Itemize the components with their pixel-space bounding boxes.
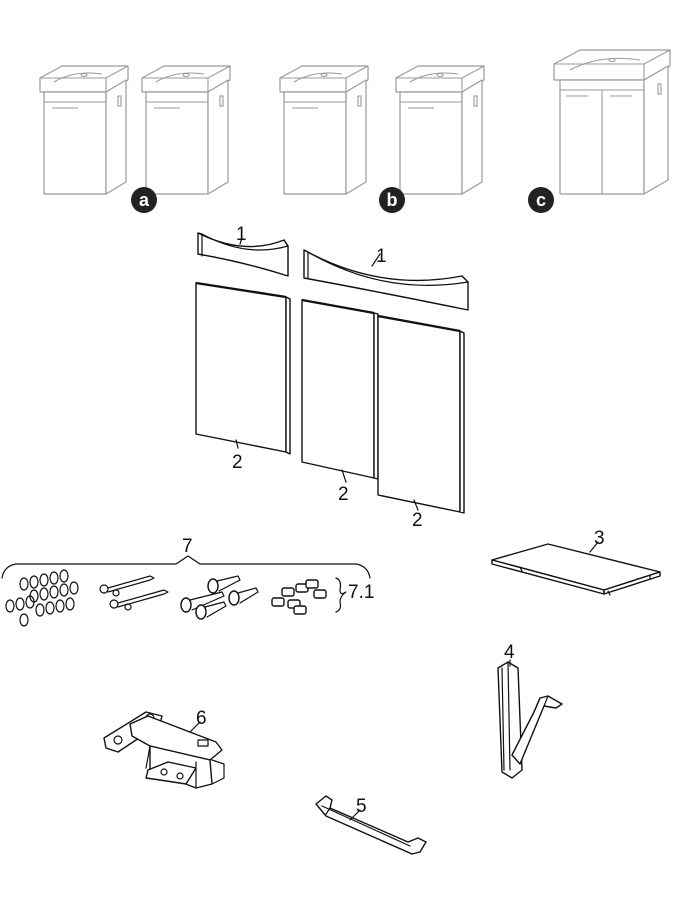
cover-panel-small: [197, 232, 289, 277]
screws: [180, 575, 259, 620]
door-mid: [301, 298, 379, 480]
callout-7: 7: [182, 536, 193, 557]
callout-2-left: 2: [232, 452, 243, 473]
callout-5: 5: [356, 796, 367, 817]
hinge: [103, 711, 225, 789]
leader-lines: [189, 237, 599, 821]
variant-b-cabinets: [279, 65, 485, 195]
cover-panel-large: [303, 249, 469, 311]
handle: [315, 795, 427, 855]
callout-2-mid: 2: [338, 484, 349, 505]
callout-7-1: 7.1: [348, 582, 374, 603]
shelf: [491, 543, 661, 596]
svg-text:b: b: [387, 190, 398, 210]
variant-badge-b: b: [379, 187, 405, 213]
anchor-bolts: [99, 575, 169, 611]
callout-1-large: 1: [376, 246, 387, 267]
svg-text:c: c: [536, 190, 546, 210]
fixing-set-bracket: [1, 555, 371, 579]
callout-4: 4: [504, 642, 515, 663]
variant-badge-a: a: [131, 187, 157, 213]
connectors-7-1: [271, 577, 347, 615]
callout-2-right: 2: [412, 510, 423, 531]
variant-badge-c: c: [528, 187, 554, 213]
door-right: [377, 314, 465, 514]
svg-text:a: a: [139, 190, 150, 210]
door-left: [195, 281, 291, 455]
callout-3: 3: [594, 528, 605, 549]
callout-1-small: 1: [236, 224, 247, 245]
washers: [5, 569, 79, 627]
variant-a-cabinets: [39, 65, 231, 195]
hook: [497, 661, 563, 779]
callout-6: 6: [196, 708, 207, 729]
variant-c-cabinet: [553, 49, 671, 195]
